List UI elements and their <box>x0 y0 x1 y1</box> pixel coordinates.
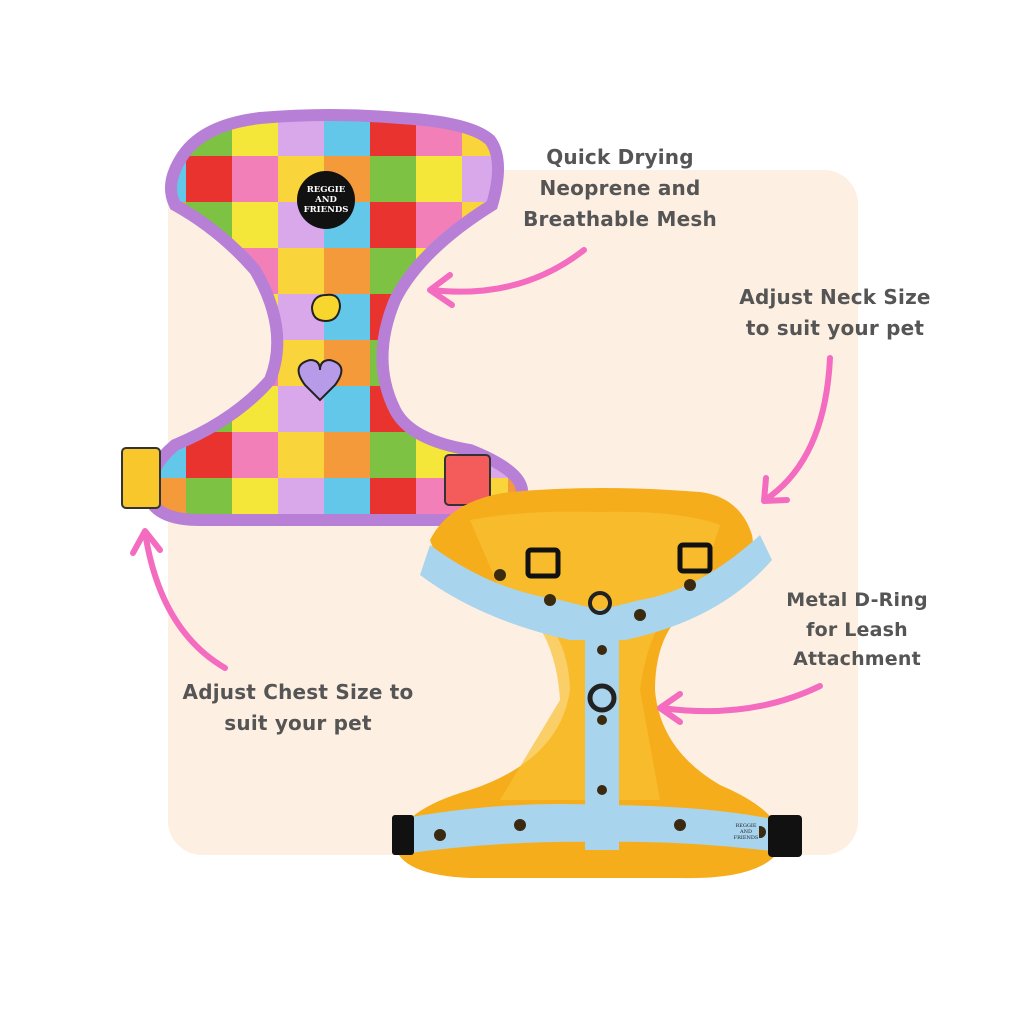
checker-square <box>324 478 370 520</box>
logo-line: AND <box>315 195 337 205</box>
checker-square <box>370 432 416 478</box>
callout-line: suit your pet <box>224 711 372 735</box>
callout-line: Attachment <box>793 648 921 670</box>
checker-square <box>232 478 278 520</box>
callout-dring: Metal D-Ring for Leash Attachment <box>757 586 957 675</box>
checker-square <box>149 340 186 386</box>
checker-square <box>149 386 186 432</box>
checker-square <box>324 248 370 294</box>
checker-square <box>416 386 462 432</box>
logo-line: FRIENDS <box>303 205 349 215</box>
checker-square <box>232 156 278 202</box>
checker-square <box>462 386 508 432</box>
brand-logo-text: REGGIE AND FRIENDS <box>298 185 354 215</box>
checker-square <box>370 202 416 248</box>
checker-square <box>416 156 462 202</box>
callout-neck: Adjust Neck Size to suit your pet <box>715 282 955 344</box>
checker-square <box>278 432 324 478</box>
checker-square <box>186 478 232 520</box>
d-ring <box>587 683 617 713</box>
callout-line: Adjust Neck Size <box>739 285 931 309</box>
checker-square <box>324 115 370 156</box>
checker-square <box>462 294 508 340</box>
checker-square <box>149 294 186 340</box>
logo-line: AND <box>740 829 752 835</box>
checker-square <box>232 202 278 248</box>
callout-chest: Adjust Chest Size to suit your pet <box>168 677 428 739</box>
callout-line: Adjust Chest Size to <box>182 680 414 704</box>
arrow-to-neck <box>761 355 833 504</box>
logo-line: REGGIE <box>735 823 757 829</box>
logo-line: REGGIE <box>306 185 346 195</box>
checker-square <box>278 524 324 570</box>
brand-logo-small: REGGIE AND FRIENDS <box>731 823 761 841</box>
checker-square <box>508 294 523 340</box>
callout-line: for Leash <box>806 618 908 641</box>
checker-square <box>370 524 416 570</box>
arrow-to-chest <box>130 528 228 671</box>
checker-square <box>370 156 416 202</box>
checker-square <box>416 294 462 340</box>
logo-line: FRIENDS <box>733 835 759 841</box>
checker-square <box>186 294 232 340</box>
callout-line: Neoprene and <box>539 176 701 200</box>
checker-square <box>149 115 186 156</box>
checker-square <box>508 340 523 386</box>
checker-square <box>278 248 324 294</box>
arrow-to-dring <box>657 683 823 725</box>
checker-square <box>508 386 523 432</box>
checker-square <box>278 478 324 520</box>
checker-square <box>186 248 232 294</box>
brand-logo-badge <box>297 171 355 229</box>
checker-square <box>186 524 232 570</box>
checker-square <box>232 432 278 478</box>
checker-square <box>416 340 462 386</box>
callout-line: Metal D-Ring <box>786 589 928 611</box>
callout-line: Breathable Mesh <box>523 207 717 231</box>
callout-line: to suit your pet <box>745 316 925 340</box>
checker-square <box>186 156 232 202</box>
checker-square <box>324 386 370 432</box>
checker-square <box>324 432 370 478</box>
checker-square <box>462 340 508 386</box>
checker-square <box>370 478 416 520</box>
checker-square <box>232 524 278 570</box>
checker-square <box>324 524 370 570</box>
callout-material: Quick Drying Neoprene and Breathable Mes… <box>500 142 740 235</box>
callout-line: Quick Drying <box>546 145 694 169</box>
arrow-to-material <box>427 247 587 308</box>
checker-square <box>149 248 186 294</box>
checker-square <box>186 340 232 386</box>
sunflower-harness <box>392 488 802 879</box>
